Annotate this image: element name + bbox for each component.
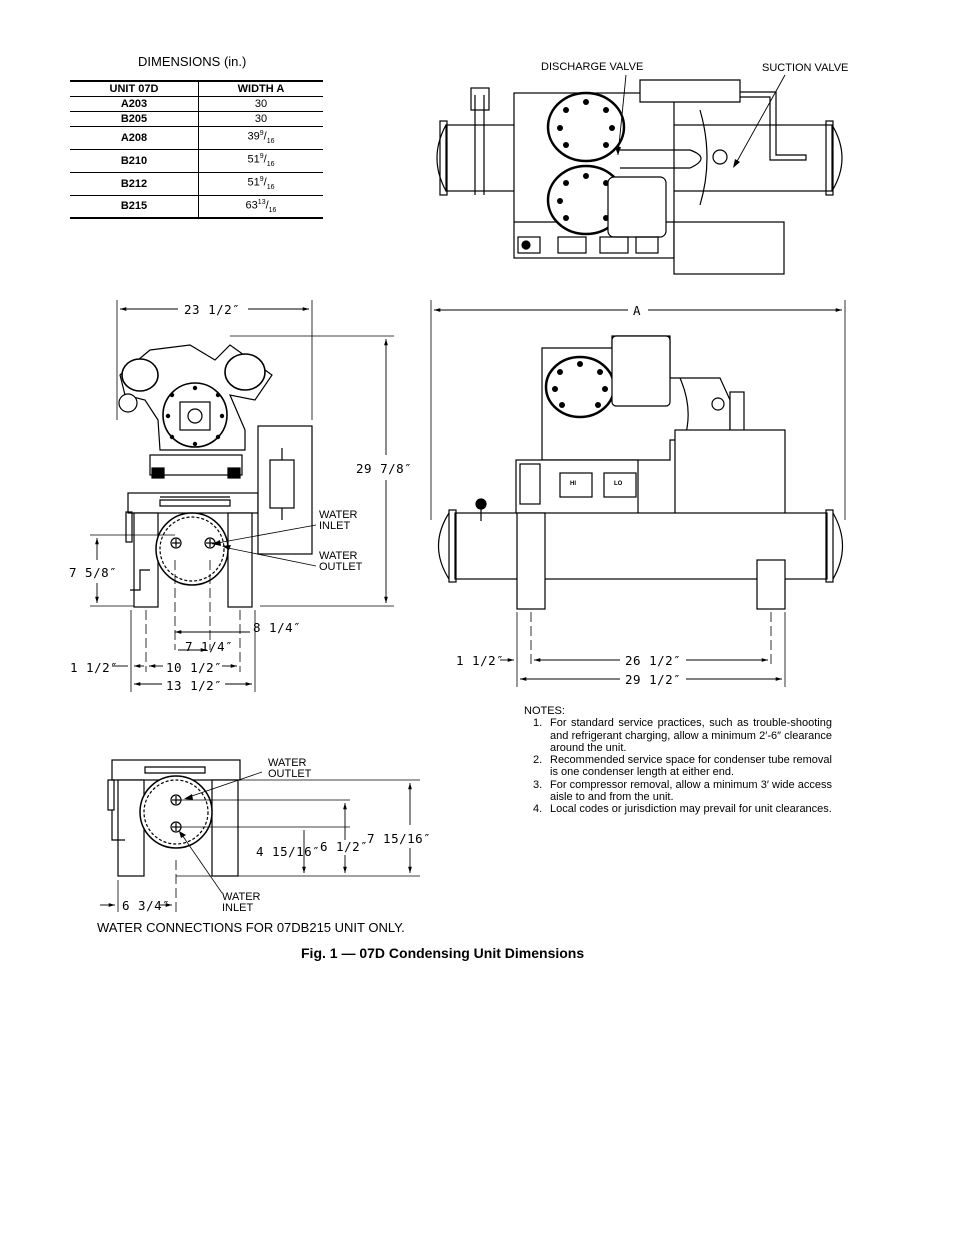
label-hi: HI [570,481,576,487]
water-connections-caption: WATER CONNECTIONS FOR 07DB215 UNIT ONLY. [97,920,405,935]
end-view-drawing [90,300,394,692]
unit-cell: A208 [70,126,199,150]
header-unit: UNIT 07D [70,80,199,97]
dim-1-1-2-right: 1 1/2″ [456,653,505,668]
label-water-inlet-line1: WATER [222,891,261,903]
dim-29-7-8: 29 7/8″ [356,461,413,476]
width-cell: 399/16 [198,126,323,150]
dim-7-5-8: 7 5/8″ [69,565,118,580]
note-item: 4.Local codes or jurisdiction may prevai… [533,803,832,816]
width-cell: 30 [198,96,323,112]
dim-6-1-2: 6 1/2″ [320,839,369,854]
dim-a: A [633,303,642,318]
notes-title: NOTES: [524,705,565,717]
label-discharge-valve: DISCHARGE VALVE [541,61,644,73]
label-water-outlet-line1: WATER [268,757,307,769]
width-cell: 519/16 [198,172,323,196]
dim-29-1-2: 29 1/2″ [625,672,682,687]
unit-cell: B212 [70,172,199,196]
unit-cell: B210 [70,149,199,173]
label-lo: LO [614,481,623,487]
note-item: 3.For compressor removal, allow a minimu… [533,778,832,804]
label-water-outlet-line1: WATER [319,550,358,562]
width-cell: 6313/16 [198,195,323,220]
header-width: WIDTH A [198,80,323,97]
dim-23-1-2: 23 1/2″ [184,302,241,317]
unit-cell: A203 [70,96,199,112]
dim-1-1-2-left: 1 1/2″ [70,660,119,675]
label-water-inlet-line1: WATER [319,509,358,521]
label-suction-valve: SUCTION VALVE [762,62,849,74]
water-connection-drawing [100,759,420,912]
width-cell: 519/16 [198,149,323,173]
width-cell: 30 [198,111,323,127]
top-view-drawing [436,74,843,275]
dim-13-1-2: 13 1/2″ [166,678,223,693]
dim-6-3-4: 6 3/4″ [122,898,171,913]
label-water-outlet-line2: OUTLET [319,561,363,573]
side-view-drawing [430,300,846,687]
dim-7-15-16: 7 15/16″ [367,831,432,846]
dim-10-1-2: 10 1/2″ [166,660,223,675]
table-header-row: UNIT 07D WIDTH A [70,80,323,97]
dim-8-1-4: 8 1/4″ [253,620,302,635]
unit-cell: B205 [70,111,199,127]
label-water-inlet-line2: INLET [222,902,254,914]
dim-4-15-16: 4 15/16″ [256,844,321,859]
label-water-inlet-line2: INLET [319,520,351,532]
label-water-outlet-line2: OUTLET [268,768,312,780]
note-item: 2.Recommended service space for condense… [533,754,832,779]
table-title: DIMENSIONS (in.) [138,54,247,69]
figure-caption: Fig. 1 — 07D Condensing Unit Dimensions [301,945,585,961]
note-item: 1.For standard service practices, such a… [533,717,832,754]
unit-cell: B215 [70,195,199,220]
dim-26-1-2: 26 1/2″ [625,653,682,668]
notes-section: NOTES: 1.For standard service practices,… [524,705,832,816]
dim-7-1-4: 7 1/4″ [185,639,234,654]
